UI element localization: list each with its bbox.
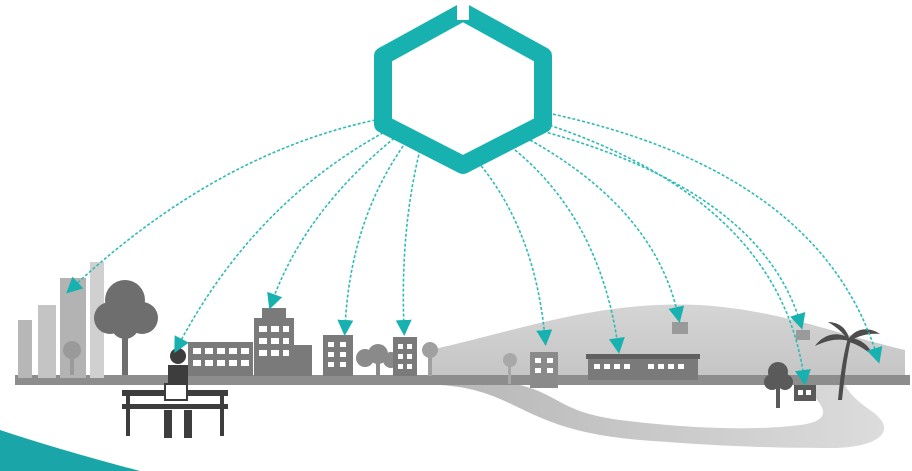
corner-accent <box>0 430 140 471</box>
office-building <box>188 308 312 376</box>
arrow-to-hillside-building-2 <box>537 129 806 330</box>
small-building-1 <box>323 335 353 376</box>
ground <box>15 375 910 385</box>
arrow-to-tall-buildings <box>66 117 386 294</box>
river-path <box>440 385 885 448</box>
tree-left <box>63 280 158 375</box>
hillside-building-2 <box>796 330 810 340</box>
arrow-to-beach-hut <box>539 121 811 386</box>
arrow-to-small-building-1 <box>337 141 407 336</box>
house-by-river <box>503 352 558 388</box>
arrow-to-palm-coast <box>542 111 883 364</box>
arrow-to-hillside-building-1 <box>529 139 685 323</box>
small-building-2 <box>393 337 417 376</box>
connection-arrows <box>66 111 883 386</box>
arrow-to-office-building <box>267 134 399 310</box>
long-school-building <box>586 354 700 380</box>
bench-worker <box>122 348 228 438</box>
palm-coast <box>815 322 880 400</box>
beach-hut <box>764 362 816 408</box>
arrow-to-house-by-river <box>477 161 553 346</box>
arrow-to-bench-worker <box>174 127 393 354</box>
hillside-building-1 <box>672 322 688 334</box>
tall-buildings <box>18 262 104 378</box>
hexagon-hub-icon <box>374 0 552 174</box>
arrow-to-small-building-2 <box>395 149 421 336</box>
arrow-to-long-school-building <box>514 149 625 354</box>
